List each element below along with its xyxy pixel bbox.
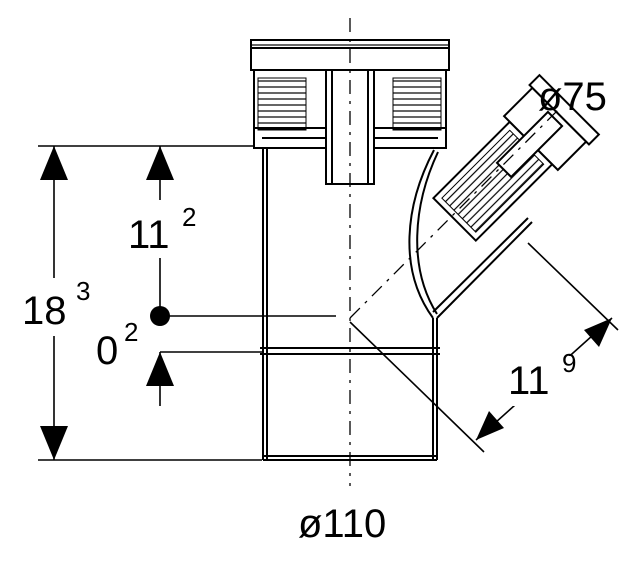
dimension-offset <box>146 352 174 406</box>
dimension-branch-height <box>125 146 205 326</box>
dimension-total-height <box>20 146 100 460</box>
branch-length-exponent: 9 <box>562 348 576 378</box>
height-branch-value: 11 <box>128 213 170 257</box>
branch-pipe <box>408 149 533 319</box>
outlet-diameter-label: ø75 <box>538 75 607 119</box>
extension-lines <box>38 145 619 461</box>
offset-exponent: 2 <box>124 317 138 347</box>
height-total-exponent: 3 <box>76 276 90 306</box>
branch-socket <box>431 73 601 243</box>
labels: ø75 ø110 18 3 11 2 0 2 11 9 <box>22 75 607 546</box>
branch-length-value: 11 <box>508 359 550 403</box>
offset-value: 0 <box>96 329 118 373</box>
height-branch-exponent: 2 <box>182 202 196 232</box>
pipe-diameter-label: ø110 <box>298 502 386 546</box>
height-total-value: 18 <box>22 289 67 333</box>
dimension-branch-length <box>475 317 613 441</box>
